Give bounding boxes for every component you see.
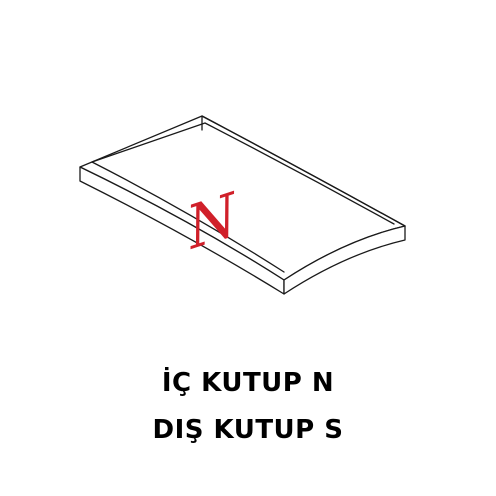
magnet-segment-outline — [79, 115, 406, 295]
magnet-inner-lip-left — [91, 161, 285, 273]
inner-pole-caption: İÇ KUTUP N — [161, 368, 335, 398]
magnet-back-edge — [201, 115, 406, 227]
magnet-right-edge — [283, 225, 406, 295]
outer-pole-caption: DIŞ KUTUP S — [152, 415, 344, 445]
magnet-segment-illustration: N — [79, 115, 406, 295]
magnet-inner-lip — [91, 122, 395, 225]
